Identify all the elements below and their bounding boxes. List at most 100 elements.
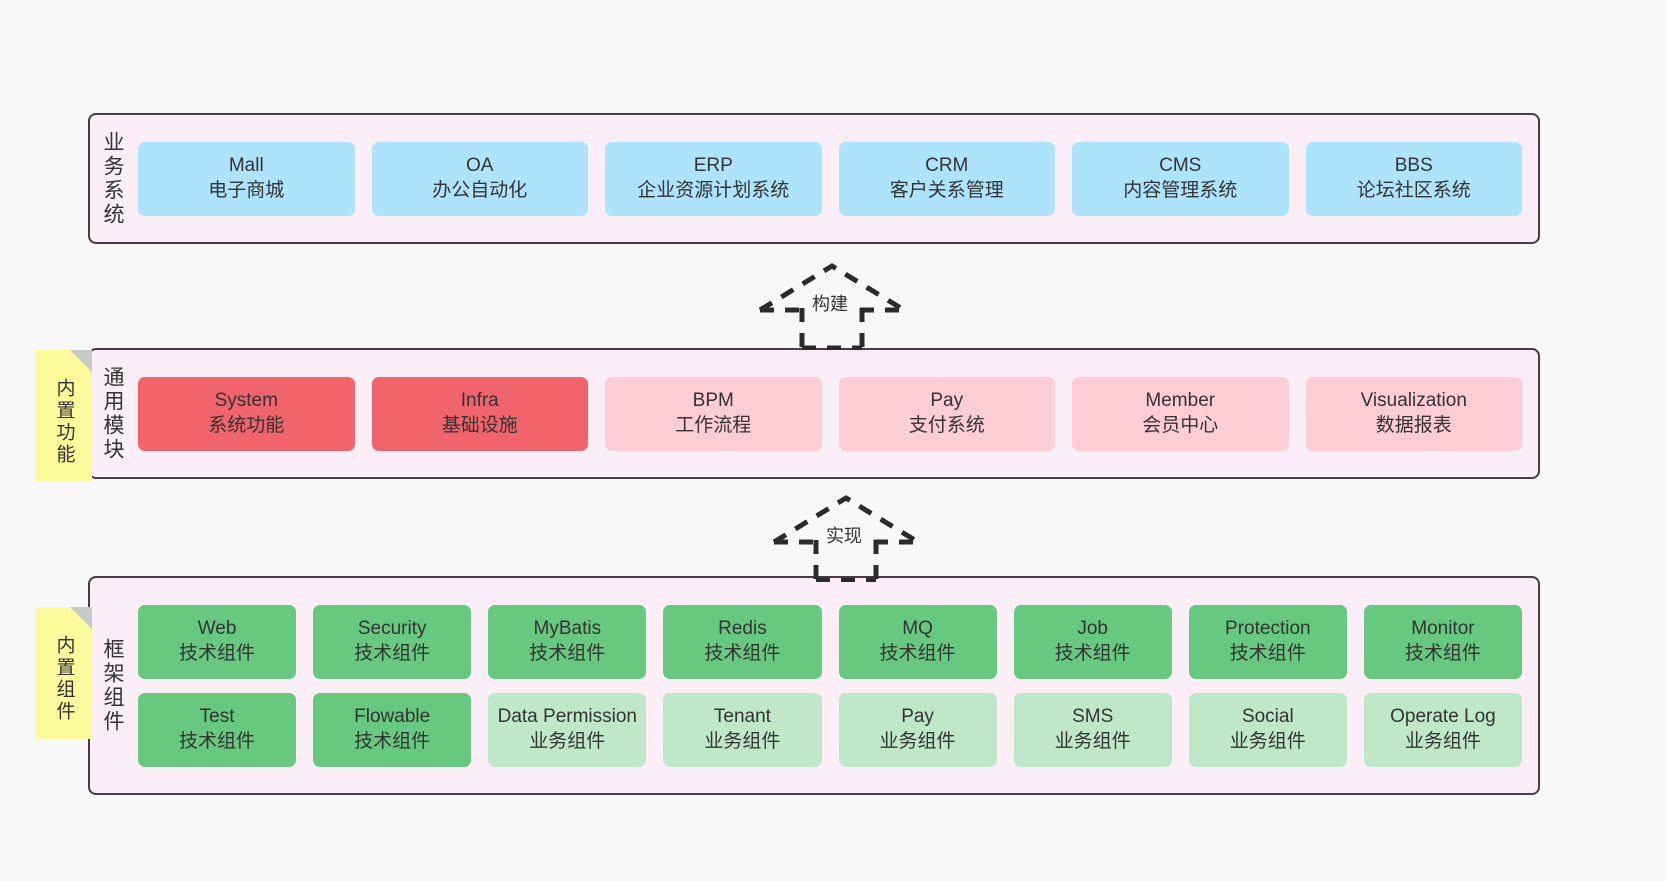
framework-card-row-1: Web 技术组件 Security 技术组件 MyBatis 技术组件 Redi… (138, 604, 1522, 679)
layer-framework-title: 框架组件 (90, 578, 134, 793)
card-security-sub: 技术组件 (354, 642, 431, 664)
card-mybatis[interactable]: MyBatis 技术组件 (488, 604, 647, 679)
arrow-implement (766, 490, 926, 583)
card-mybatis-title: MyBatis (533, 618, 602, 640)
card-oa[interactable]: OA 办公自动化 (371, 141, 588, 216)
card-member-title: Member (1145, 390, 1216, 412)
card-operate-log[interactable]: Operate Log 业务组件 (1363, 692, 1522, 767)
layer-business-body: Mall 电子商城 OA 办公自动化 ERP 企业资源计划系统 CRM 客户关系… (134, 115, 1538, 242)
arrow-implement-label: 实现 (826, 526, 862, 546)
card-redis-sub: 技术组件 (704, 642, 781, 664)
card-operate-log-sub: 业务组件 (1404, 730, 1481, 752)
arrow-build-icon (758, 263, 906, 351)
sticky-note-builtin-components: 内置组件 (36, 607, 92, 739)
card-system[interactable]: System 系统功能 (138, 376, 355, 451)
card-crm-title: CRM (925, 155, 969, 177)
card-bbs[interactable]: BBS 论坛社区系统 (1305, 141, 1522, 216)
arrow-build (752, 258, 912, 351)
card-oa-title: OA (466, 155, 494, 177)
card-test-title: Test (199, 706, 235, 728)
card-mq-sub: 技术组件 (879, 642, 956, 664)
card-pay-module-sub: 支付系统 (908, 414, 985, 436)
card-test-sub: 技术组件 (179, 730, 256, 752)
card-tenant-title: Tenant (713, 706, 771, 728)
card-mq[interactable]: MQ 技术组件 (838, 604, 997, 679)
card-pay-module[interactable]: Pay 支付系统 (838, 376, 1055, 451)
layer-business-title-text: 业务系统 (101, 130, 125, 227)
card-flowable[interactable]: Flowable 技术组件 (313, 692, 472, 767)
modules-card-row: System 系统功能 Infra 基础设施 BPM 工作流程 Pay 支付系统… (138, 376, 1522, 451)
card-tenant[interactable]: Tenant 业务组件 (663, 692, 822, 767)
card-social[interactable]: Social 业务组件 (1188, 692, 1347, 767)
card-crm[interactable]: CRM 客户关系管理 (838, 141, 1055, 216)
card-mall-sub: 电子商城 (208, 179, 285, 201)
card-protection-title: Protection (1225, 618, 1311, 640)
layer-modules-title-text: 通用模块 (101, 365, 125, 462)
sticky-note-builtin-features-text: 内置功能 (53, 378, 75, 466)
card-cms[interactable]: CMS 内容管理系统 (1072, 141, 1289, 216)
card-bbs-sub: 论坛社区系统 (1356, 179, 1471, 201)
card-visualization-title: Visualization (1360, 390, 1467, 412)
business-card-row: Mall 电子商城 OA 办公自动化 ERP 企业资源计划系统 CRM 客户关系… (138, 141, 1522, 216)
card-sms[interactable]: SMS 业务组件 (1013, 692, 1172, 767)
card-visualization[interactable]: Visualization 数据报表 (1305, 376, 1522, 451)
card-operate-log-title: Operate Log (1390, 706, 1496, 728)
card-job[interactable]: Job 技术组件 (1013, 604, 1172, 679)
arrow-build-label: 构建 (812, 294, 848, 314)
card-bbs-title: BBS (1394, 155, 1433, 177)
sticky-fold-icon (70, 350, 92, 372)
card-crm-sub: 客户关系管理 (889, 179, 1004, 201)
card-flowable-sub: 技术组件 (354, 730, 431, 752)
card-mall-title: Mall (228, 155, 264, 177)
card-sms-title: SMS (1072, 706, 1114, 728)
card-erp-sub: 企业资源计划系统 (637, 179, 790, 201)
layer-framework-components: 框架组件 Web 技术组件 Security 技术组件 MyBatis 技术组件… (88, 576, 1540, 795)
framework-card-row-2: Test 技术组件 Flowable 技术组件 Data Permission … (138, 692, 1522, 767)
card-flowable-title: Flowable (354, 706, 431, 728)
card-bpm-title: BPM (692, 390, 734, 412)
card-erp[interactable]: ERP 企业资源计划系统 (605, 141, 822, 216)
card-infra-sub: 基础设施 (441, 414, 518, 436)
card-test[interactable]: Test 技术组件 (138, 692, 297, 767)
card-cms-sub: 内容管理系统 (1123, 179, 1238, 201)
card-pay-component[interactable]: Pay 业务组件 (838, 692, 997, 767)
card-member[interactable]: Member 会员中心 (1072, 376, 1289, 451)
card-protection[interactable]: Protection 技术组件 (1188, 604, 1347, 679)
card-data-permission[interactable]: Data Permission 业务组件 (488, 692, 647, 767)
card-pay-component-title: Pay (901, 706, 934, 728)
card-mall[interactable]: Mall 电子商城 (138, 141, 355, 216)
card-bpm[interactable]: BPM 工作流程 (605, 376, 822, 451)
layer-common-modules: 通用模块 System 系统功能 Infra 基础设施 BPM 工作流程 Pay (88, 348, 1540, 479)
layer-framework-body: Web 技术组件 Security 技术组件 MyBatis 技术组件 Redi… (134, 578, 1538, 793)
card-social-title: Social (1241, 706, 1294, 728)
card-system-title: System (214, 390, 278, 412)
card-system-sub: 系统功能 (208, 414, 285, 436)
card-job-title: Job (1077, 618, 1108, 640)
card-infra[interactable]: Infra 基础设施 (371, 376, 588, 451)
card-security-title: Security (357, 618, 427, 640)
card-security[interactable]: Security 技术组件 (313, 604, 472, 679)
card-protection-sub: 技术组件 (1229, 642, 1306, 664)
sticky-fold-icon (70, 607, 92, 629)
layer-business-title: 业务系统 (90, 115, 134, 242)
card-web[interactable]: Web 技术组件 (138, 604, 297, 679)
card-redis[interactable]: Redis 技术组件 (663, 604, 822, 679)
card-infra-title: Infra (460, 390, 499, 412)
card-monitor[interactable]: Monitor 技术组件 (1363, 604, 1522, 679)
card-monitor-sub: 技术组件 (1404, 642, 1481, 664)
card-pay-module-title: Pay (930, 390, 964, 412)
card-monitor-title: Monitor (1411, 618, 1475, 640)
card-bpm-sub: 工作流程 (675, 414, 752, 436)
layer-business-systems: 业务系统 Mall 电子商城 OA 办公自动化 ERP 企业资源计划系统 CRM (88, 113, 1540, 244)
card-mybatis-sub: 技术组件 (529, 642, 606, 664)
card-web-sub: 技术组件 (179, 642, 256, 664)
card-visualization-sub: 数据报表 (1375, 414, 1452, 436)
layer-modules-body: System 系统功能 Infra 基础设施 BPM 工作流程 Pay 支付系统… (134, 350, 1538, 477)
card-erp-title: ERP (693, 155, 733, 177)
sticky-note-builtin-features: 内置功能 (36, 350, 92, 482)
layer-modules-title: 通用模块 (90, 350, 134, 477)
card-data-permission-title: Data Permission (497, 706, 637, 728)
sticky-note-builtin-components-text: 内置组件 (53, 635, 75, 723)
card-pay-component-sub: 业务组件 (879, 730, 956, 752)
